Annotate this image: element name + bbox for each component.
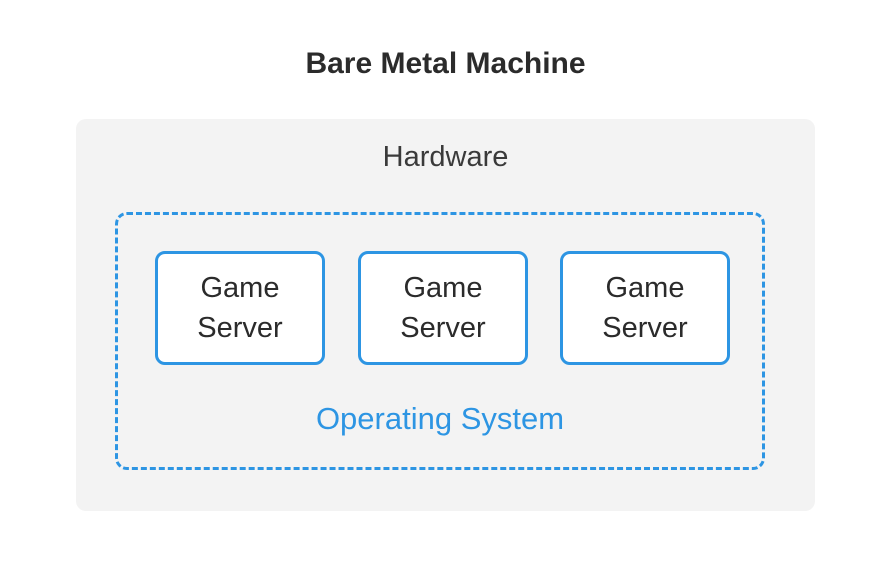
- hardware-label: Hardware: [382, 141, 509, 173]
- diagram-title: Bare Metal Machine: [305, 47, 586, 80]
- operating-system-label: Operating System: [315, 401, 565, 436]
- hardware-box: Hardware Game Server Game Server Game Se…: [76, 119, 815, 511]
- game-server-box: Game Server: [358, 251, 528, 365]
- game-server-box: Game Server: [155, 251, 325, 365]
- operating-system-box: Game Server Game Server Game Server Oper…: [115, 212, 765, 470]
- game-server-box: Game Server: [560, 251, 730, 365]
- game-server-label-line1: Game: [403, 272, 483, 304]
- game-server-label-line2: Server: [602, 312, 688, 344]
- game-server-label-line1: Game: [605, 272, 685, 304]
- game-server-label-line2: Server: [197, 312, 283, 344]
- game-server-label-line1: Game: [200, 272, 280, 304]
- game-server-label-line2: Server: [400, 312, 486, 344]
